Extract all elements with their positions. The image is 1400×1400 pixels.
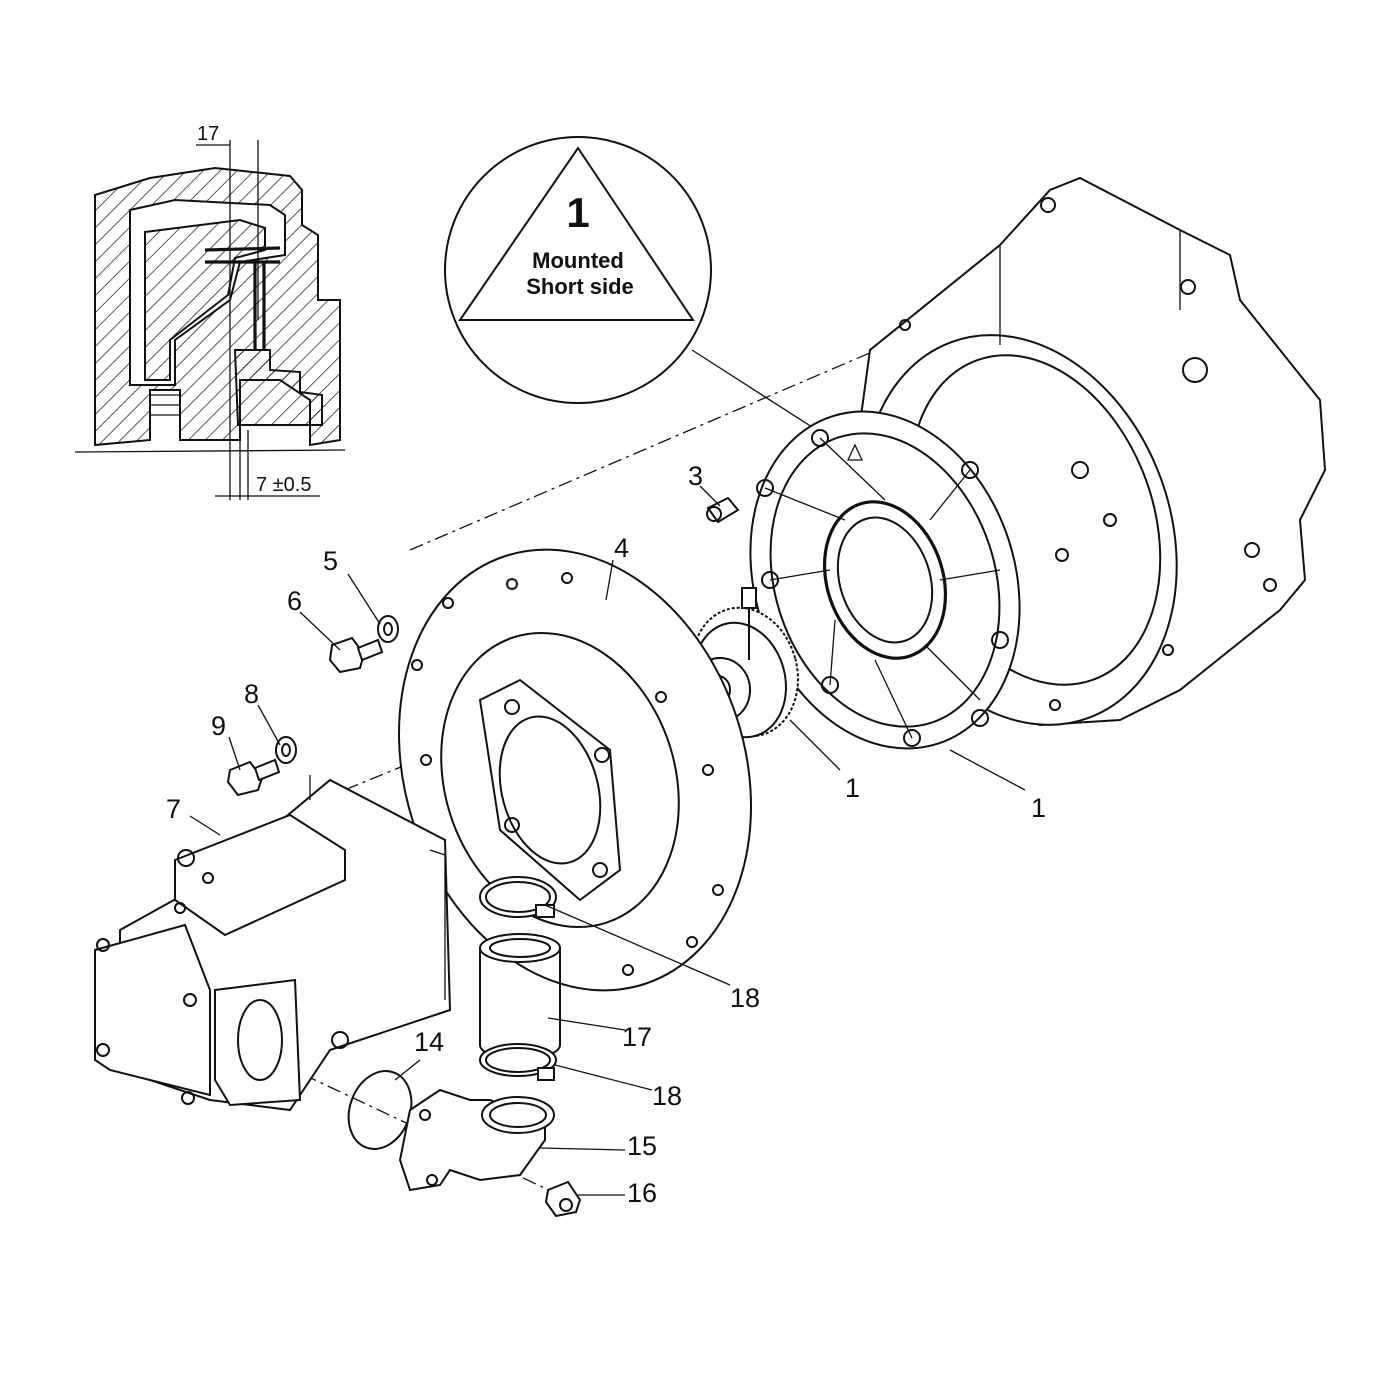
- washer-8: [275, 736, 297, 764]
- dimension-17: 17: [197, 123, 219, 145]
- bolt-6: [328, 636, 384, 674]
- callout-4: 4: [614, 533, 629, 563]
- callout-15: 15: [627, 1131, 657, 1161]
- callout-8: 8: [244, 679, 259, 709]
- callout-3: 3: [688, 461, 703, 491]
- rubber-sleeve: [479, 933, 561, 1060]
- note-number: 1: [566, 189, 589, 236]
- callout-1-coupling: 1: [845, 773, 860, 803]
- note-line-mounted: Mounted: [532, 248, 624, 273]
- callout-1-flange: 1: [1031, 793, 1046, 823]
- callout-5: 5: [323, 546, 338, 576]
- leader-lines: [189, 485, 1026, 1196]
- mounting-note: 1 Mounted Short side: [444, 136, 841, 446]
- callout-18-lower: 18: [652, 1081, 682, 1111]
- callout-labels: 3 4 5 6 8 9 7 1 1 18 17 18 14 15 16: [166, 461, 1046, 1208]
- callout-7: 7: [166, 794, 181, 824]
- callout-14: 14: [414, 1027, 444, 1057]
- note-line-short-side: Short side: [526, 274, 634, 299]
- callout-6: 6: [287, 586, 302, 616]
- bolt-3: [706, 496, 740, 524]
- callout-17: 17: [622, 1022, 652, 1052]
- hose-clamp-upper: [479, 876, 557, 918]
- hydraulic-pump: [94, 775, 452, 1112]
- bolt-9: [226, 758, 281, 797]
- callout-16: 16: [627, 1178, 657, 1208]
- screw-16: [544, 1180, 582, 1218]
- callout-9: 9: [211, 711, 226, 741]
- elbow-fitting: [398, 1088, 555, 1192]
- section-detail-view: 17 7 ±0.5: [74, 123, 346, 500]
- callout-18-upper: 18: [730, 983, 760, 1013]
- dimension-7-tolerance: 7 ±0.5: [256, 474, 311, 496]
- adapter-flange-plate: [398, 548, 752, 992]
- hose-clamp-lower: [479, 1043, 557, 1081]
- washer-5: [377, 615, 399, 643]
